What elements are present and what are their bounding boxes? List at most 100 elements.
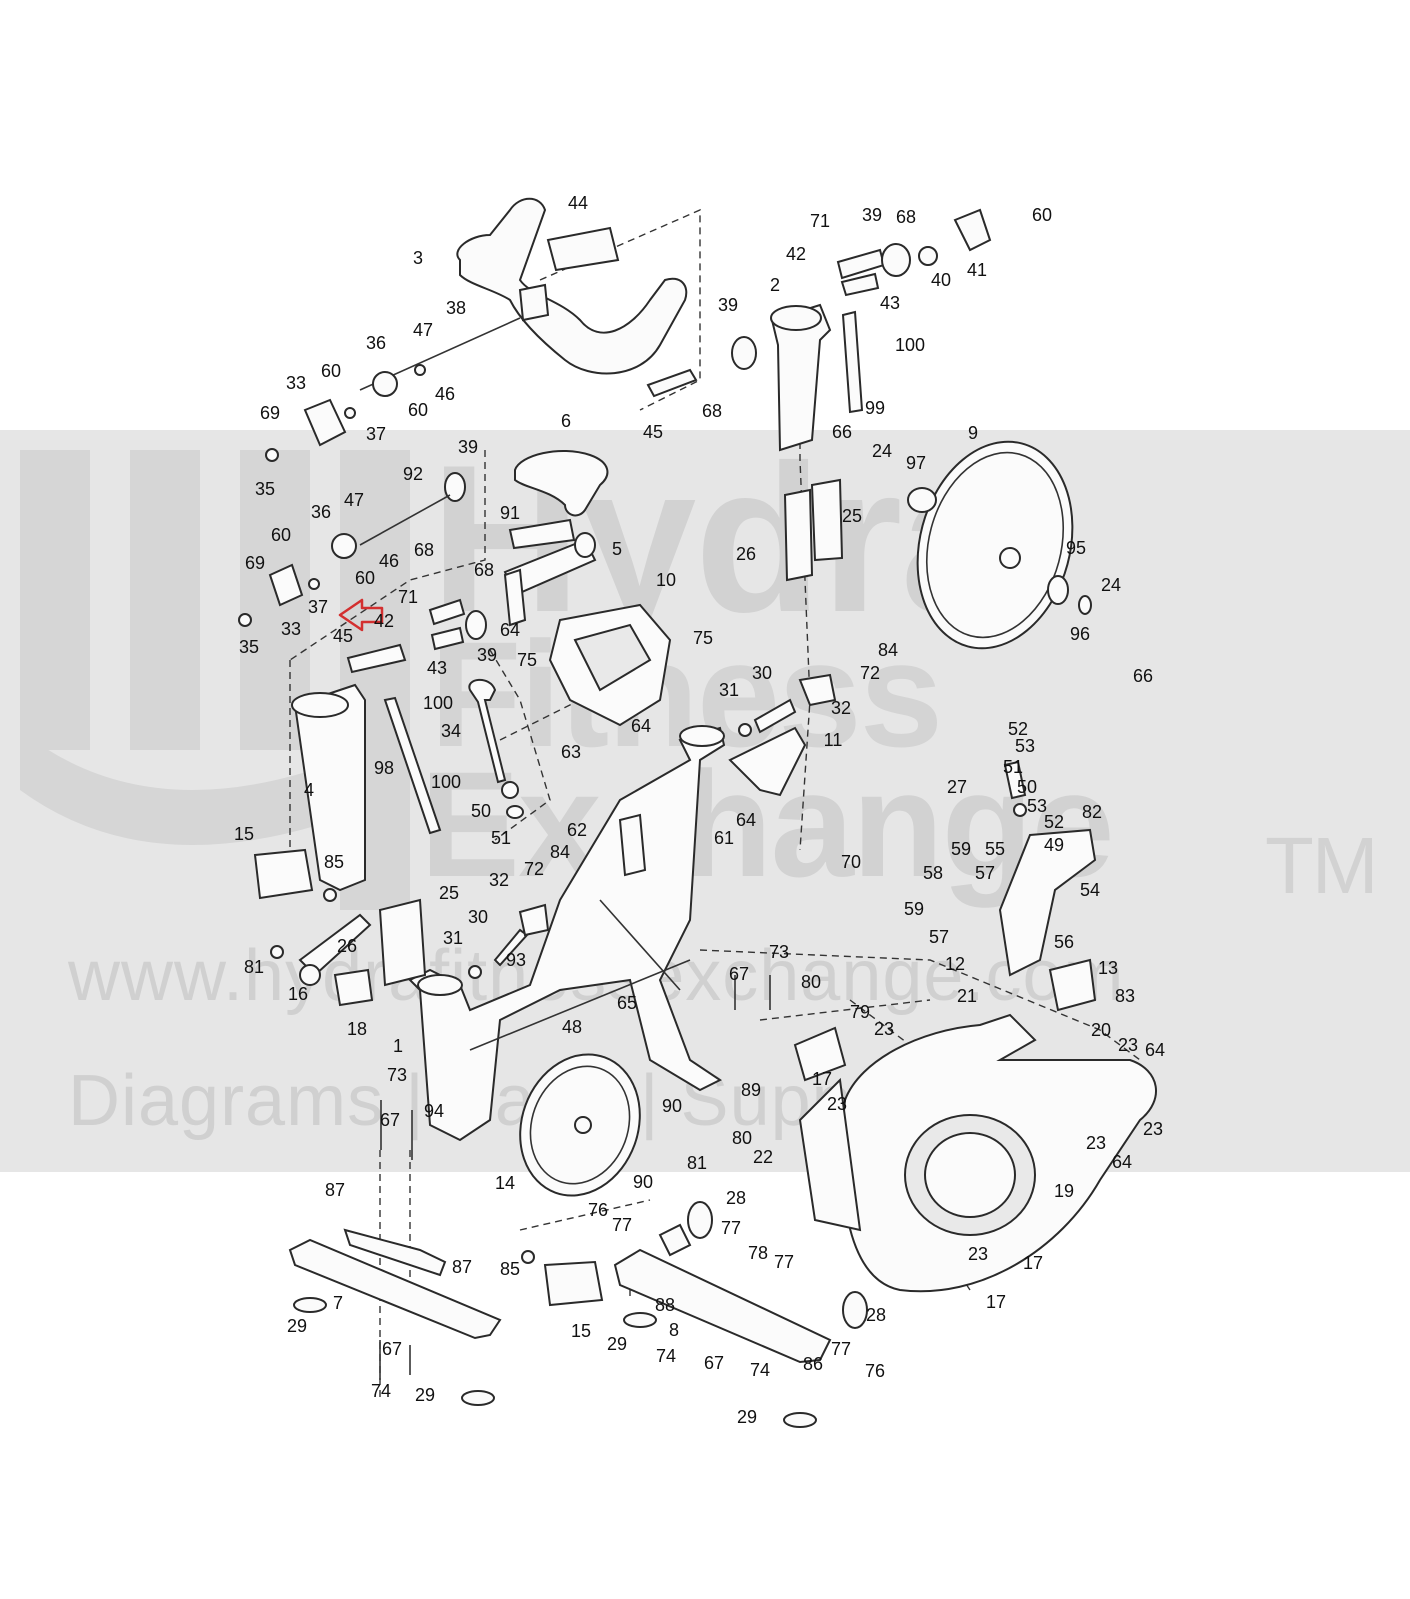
- part-number-label: 17: [985, 1292, 1007, 1312]
- red-outline-arrow-icon: [338, 598, 384, 632]
- part-number-label: 65: [616, 993, 638, 1013]
- part-number-label: 36: [365, 333, 387, 353]
- part-number-label: 64: [1111, 1152, 1133, 1172]
- watermark-trademark: TM: [1265, 821, 1379, 910]
- part-number-label: 8: [668, 1320, 680, 1340]
- part-number-label: 77: [720, 1218, 742, 1238]
- part-number-label: 96: [1069, 624, 1091, 644]
- part-number-label: 42: [785, 244, 807, 264]
- part-number-label: 66: [831, 422, 853, 442]
- part-number-label: 83: [1114, 986, 1136, 1006]
- front-stabilizer-part: [613, 1201, 868, 1428]
- part-number-label: 26: [336, 936, 358, 956]
- part-number-label: 15: [233, 824, 255, 844]
- part-number-label: 23: [967, 1244, 989, 1264]
- handlebar-part: [456, 197, 688, 375]
- part-number-label: 29: [414, 1385, 436, 1405]
- adjustment-knob-part: [468, 678, 524, 819]
- part-number-label: 100: [894, 335, 926, 355]
- part-number-label: 68: [895, 207, 917, 227]
- part-number-label: 7: [332, 1293, 344, 1313]
- part-number-label: 98: [373, 758, 395, 778]
- part-number-label: 10: [655, 570, 677, 590]
- part-number-label: 86: [802, 1354, 824, 1374]
- part-number-label: 64: [630, 716, 652, 736]
- part-number-label: 50: [470, 801, 492, 821]
- part-number-label: 60: [320, 361, 342, 381]
- part-number-label: 37: [307, 597, 329, 617]
- part-number-label: 6: [560, 411, 572, 431]
- part-number-label: 99: [864, 398, 886, 418]
- part-number-label: 67: [703, 1353, 725, 1373]
- rear-stabilizer-part: [288, 1228, 502, 1406]
- part-number-label: 87: [324, 1180, 346, 1200]
- part-number-label: 36: [310, 502, 332, 522]
- part-number-label: 24: [871, 441, 893, 461]
- part-number-label: 92: [402, 464, 424, 484]
- part-number-label: 72: [859, 663, 881, 683]
- part-number-label: 38: [445, 298, 467, 318]
- part-number-label: 56: [1053, 932, 1075, 952]
- part-number-label: 3: [412, 248, 424, 268]
- part-number-label: 74: [749, 1360, 771, 1380]
- part-number-label: 16: [287, 984, 309, 1004]
- part-number-label: 54: [1079, 880, 1101, 900]
- part-number-label: 84: [549, 842, 571, 862]
- part-number-label: 79: [849, 1002, 871, 1022]
- brake-assembly-part: [998, 760, 1097, 1012]
- part-number-label: 60: [1031, 205, 1053, 225]
- part-number-label: 73: [386, 1065, 408, 1085]
- part-number-label: 73: [768, 942, 790, 962]
- part-number-label: 90: [661, 1096, 683, 1116]
- part-number-label: 87: [451, 1257, 473, 1277]
- console-part: [548, 603, 672, 727]
- part-number-label: 52: [1043, 812, 1065, 832]
- part-number-label: 71: [397, 587, 419, 607]
- part-number-label: 27: [946, 777, 968, 797]
- handlebar-shaft-part: [265, 317, 521, 462]
- part-number-label: 77: [830, 1339, 852, 1359]
- part-number-label: 12: [944, 954, 966, 974]
- part-number-label: 33: [285, 373, 307, 393]
- part-number-label: 72: [523, 859, 545, 879]
- part-number-label: 68: [473, 560, 495, 580]
- part-number-label: 28: [865, 1305, 887, 1325]
- part-number-label: 43: [426, 658, 448, 678]
- stem-assembly-upper: [646, 208, 992, 452]
- part-number-label: 60: [270, 525, 292, 545]
- part-number-label: 77: [611, 1215, 633, 1235]
- part-number-label: 46: [378, 551, 400, 571]
- part-number-label: 91: [499, 503, 521, 523]
- part-number-label: 23: [826, 1094, 848, 1114]
- part-number-label: 100: [430, 772, 462, 792]
- part-number-label: 39: [717, 295, 739, 315]
- part-number-label: 75: [516, 650, 538, 670]
- part-number-label: 85: [323, 852, 345, 872]
- part-number-label: 13: [1097, 958, 1119, 978]
- part-number-label: 78: [747, 1243, 769, 1263]
- part-number-label: 89: [740, 1080, 762, 1100]
- part-number-label: 97: [905, 453, 927, 473]
- part-number-label: 80: [800, 972, 822, 992]
- resistance-parts-upper: [728, 673, 837, 797]
- part-number-label: 51: [1002, 757, 1024, 777]
- part-number-label: 35: [238, 637, 260, 657]
- part-number-label: 66: [1132, 666, 1154, 686]
- part-number-label: 69: [244, 553, 266, 573]
- part-number-label: 55: [984, 839, 1006, 859]
- part-number-label: 61: [713, 828, 735, 848]
- part-number-label: 100: [422, 693, 454, 713]
- right-pedal-part: [521, 1250, 604, 1307]
- part-number-label: 28: [725, 1188, 747, 1208]
- part-number-label: 34: [440, 721, 462, 741]
- part-number-label: 67: [728, 964, 750, 984]
- part-number-label: 17: [1022, 1253, 1044, 1273]
- part-number-label: 67: [379, 1110, 401, 1130]
- part-number-label: 71: [809, 211, 831, 231]
- part-number-label: 45: [642, 422, 664, 442]
- part-number-label: 49: [1043, 835, 1065, 855]
- part-number-label: 44: [567, 193, 589, 213]
- part-number-label: 76: [587, 1200, 609, 1220]
- left-pedal-crank-part: [253, 848, 427, 1007]
